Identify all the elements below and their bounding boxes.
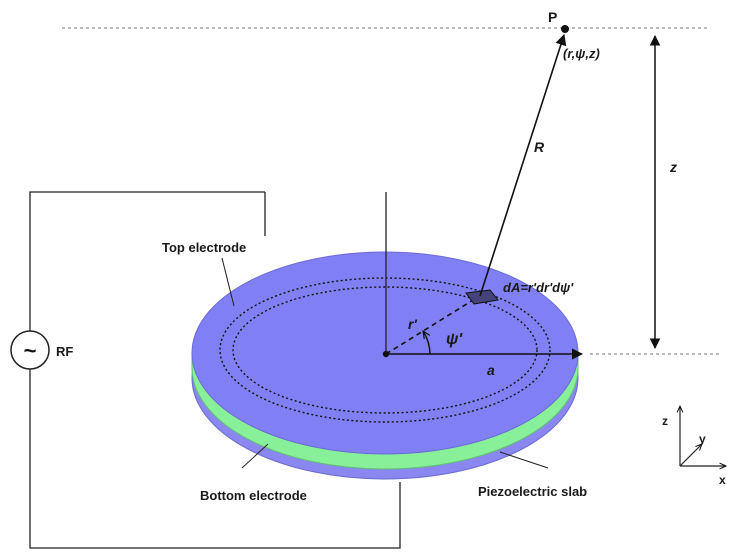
axis-x-label: x [719,473,726,487]
z-height-label: z [669,159,677,175]
y-axis [679,444,702,467]
slab-label: Piezoelectric slab [478,484,587,499]
rf-source-symbol: ~ [24,338,37,363]
axis-z-label: z [662,414,668,428]
point-coords-label: (r,ψ,z) [563,46,600,61]
top-electrode-leader [221,257,235,307]
bottom-electrode-label: Bottom electrode [200,488,307,503]
angle-label: ψ' [446,331,463,348]
rf-label: RF [56,344,73,359]
r-vector-label: R [534,139,545,155]
coordinate-axes: z y x [662,406,726,487]
angle-arc [423,331,431,355]
point-p-marker [561,25,569,33]
annulus-inner-ring [232,286,538,414]
axis-y-label: y [699,432,706,446]
top-electrode-label: Top electrode [162,240,246,255]
radius-label: a [487,362,495,378]
rf-source [10,330,50,370]
r-prime-label: r' [408,316,417,332]
point-label: P [548,9,557,25]
slab-leader [499,451,549,469]
r-prime-line [385,296,479,355]
circuit-wire [29,191,401,549]
area-element-label: dA=r'dr'dψ' [503,280,574,295]
r-vector [479,33,567,297]
annulus-outer-ring [219,277,551,423]
bottom-electrode-leader [241,443,269,469]
